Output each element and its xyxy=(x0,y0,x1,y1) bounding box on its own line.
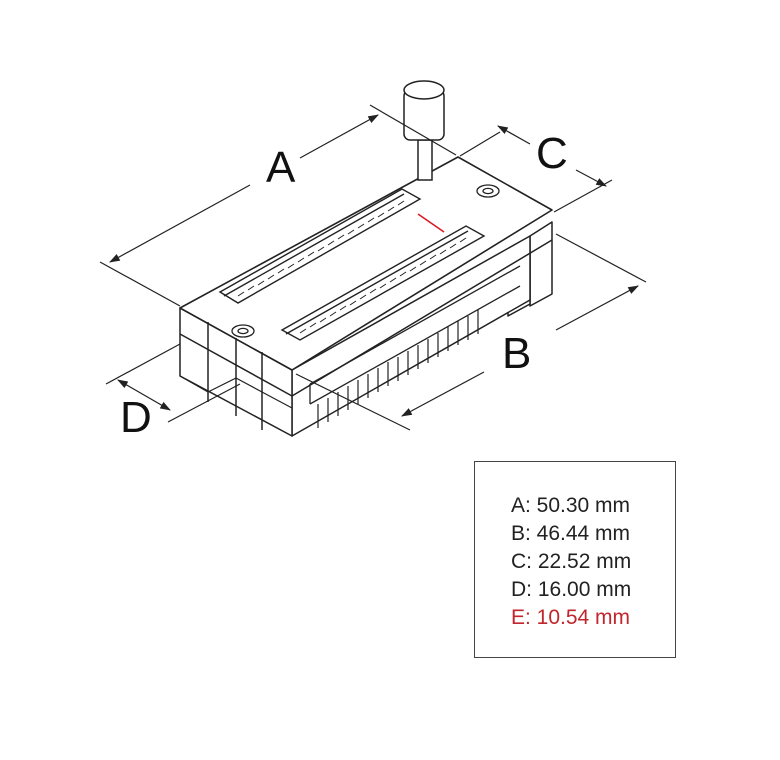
legend-item-b: B: 46.44 mm xyxy=(511,522,631,545)
pin-row-front xyxy=(317,310,479,428)
e-dimension-line xyxy=(417,213,445,233)
socket-body xyxy=(179,156,553,437)
mounting-holes xyxy=(231,184,500,338)
dimension-label-d: D xyxy=(120,393,152,442)
lever-handle xyxy=(403,80,445,181)
legend-item-a: A: 50.30 mm xyxy=(511,494,631,517)
dimension-label-a: A xyxy=(266,143,296,192)
legend-item-d: D: 16.00 mm xyxy=(511,578,632,601)
dimension-legend: A: 50.30 mm B: 46.44 mm C: 22.52 mm D: 1… xyxy=(474,461,676,658)
dimension-label-b: B xyxy=(502,329,531,378)
lower-slot xyxy=(280,225,486,341)
dimension-label-c: C xyxy=(536,129,568,178)
upper-slot-contacts xyxy=(237,200,405,297)
dimension-lines xyxy=(99,104,647,431)
legend-item-c: C: 22.52 mm xyxy=(511,550,632,573)
upper-slot xyxy=(218,188,422,304)
lower-slot-contacts xyxy=(299,237,467,334)
legend-list: A: 50.30 mm B: 46.44 mm C: 22.52 mm D: 1… xyxy=(511,492,631,632)
legend-item-e: E: 10.54 mm xyxy=(511,606,631,629)
